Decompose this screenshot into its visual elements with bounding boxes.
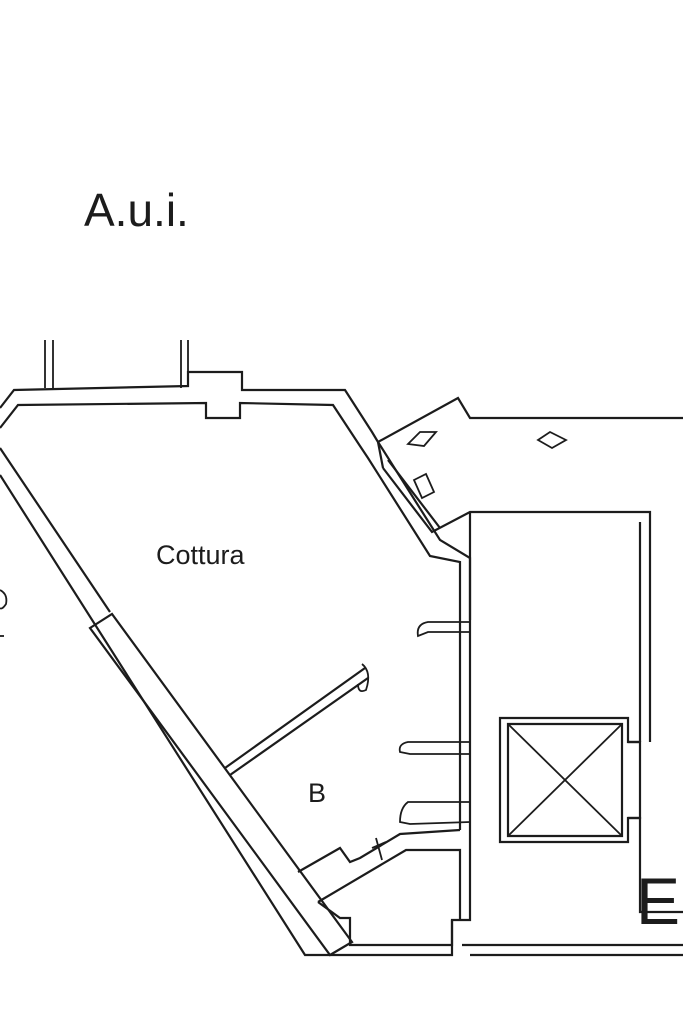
bagno-lower-wall [297,828,462,920]
door-mark [371,837,387,861]
room-label-cottura: Cottura [156,540,246,570]
door-recesses [398,621,471,825]
plan-title: A.u.i. [84,184,189,236]
wall-stubs-top [44,340,189,388]
edge-letter-label: E [636,864,680,938]
lower-room-wall [317,901,454,947]
partition-wall [224,663,370,776]
inner-wall [0,401,462,830]
diamond-symbols [406,430,568,500]
edge-fragment-left [0,589,8,637]
angled-block [376,396,683,742]
lift-shaft [498,716,642,844]
diagonal-pillar [88,612,354,957]
lower-right-walls [628,816,683,914]
left-diagonal-wall [0,447,111,613]
outer-wall [0,370,472,957]
room-label-bagno: B [308,778,326,808]
